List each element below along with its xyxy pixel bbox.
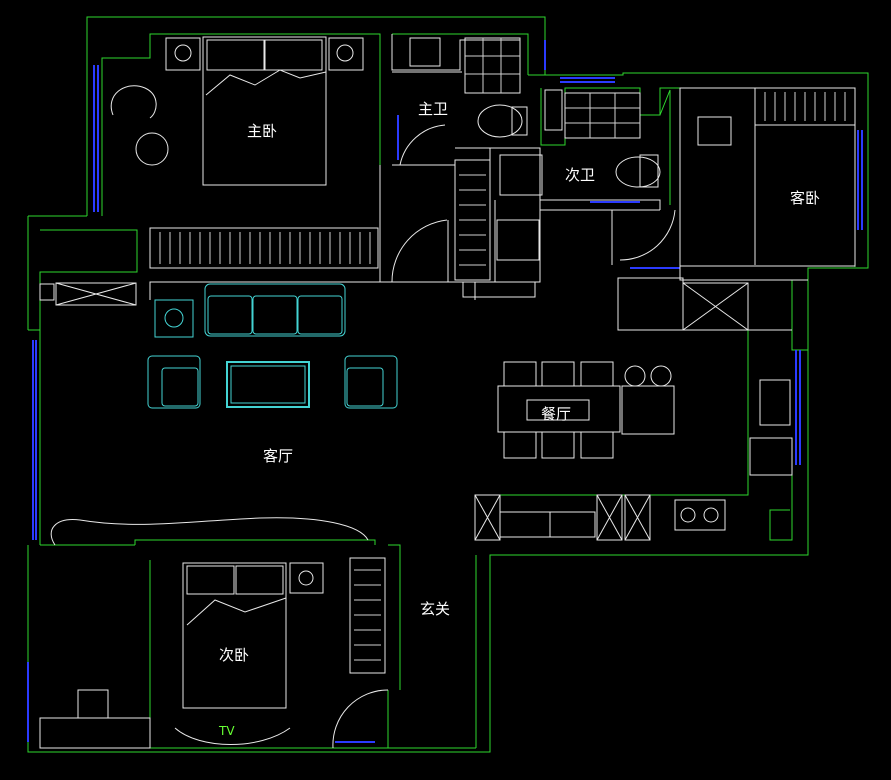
label-master-bedroom: 主卧 [247,122,278,140]
closet-hatch [159,38,846,661]
label-living-room: 客厅 [263,447,294,465]
walls [27,16,869,753]
label-tv: TV [219,724,235,738]
label-guest-bedroom: 客卧 [790,189,821,207]
interior-lines [39,34,856,749]
living-furniture [147,283,398,409]
label-second-bath: 次卫 [565,166,596,184]
windows [27,40,863,743]
label-master-bath: 主卫 [418,100,449,118]
label-second-bedroom: 次卧 [219,646,250,664]
label-entrance: 玄关 [420,600,451,618]
label-dining-room: 餐厅 [541,405,572,423]
